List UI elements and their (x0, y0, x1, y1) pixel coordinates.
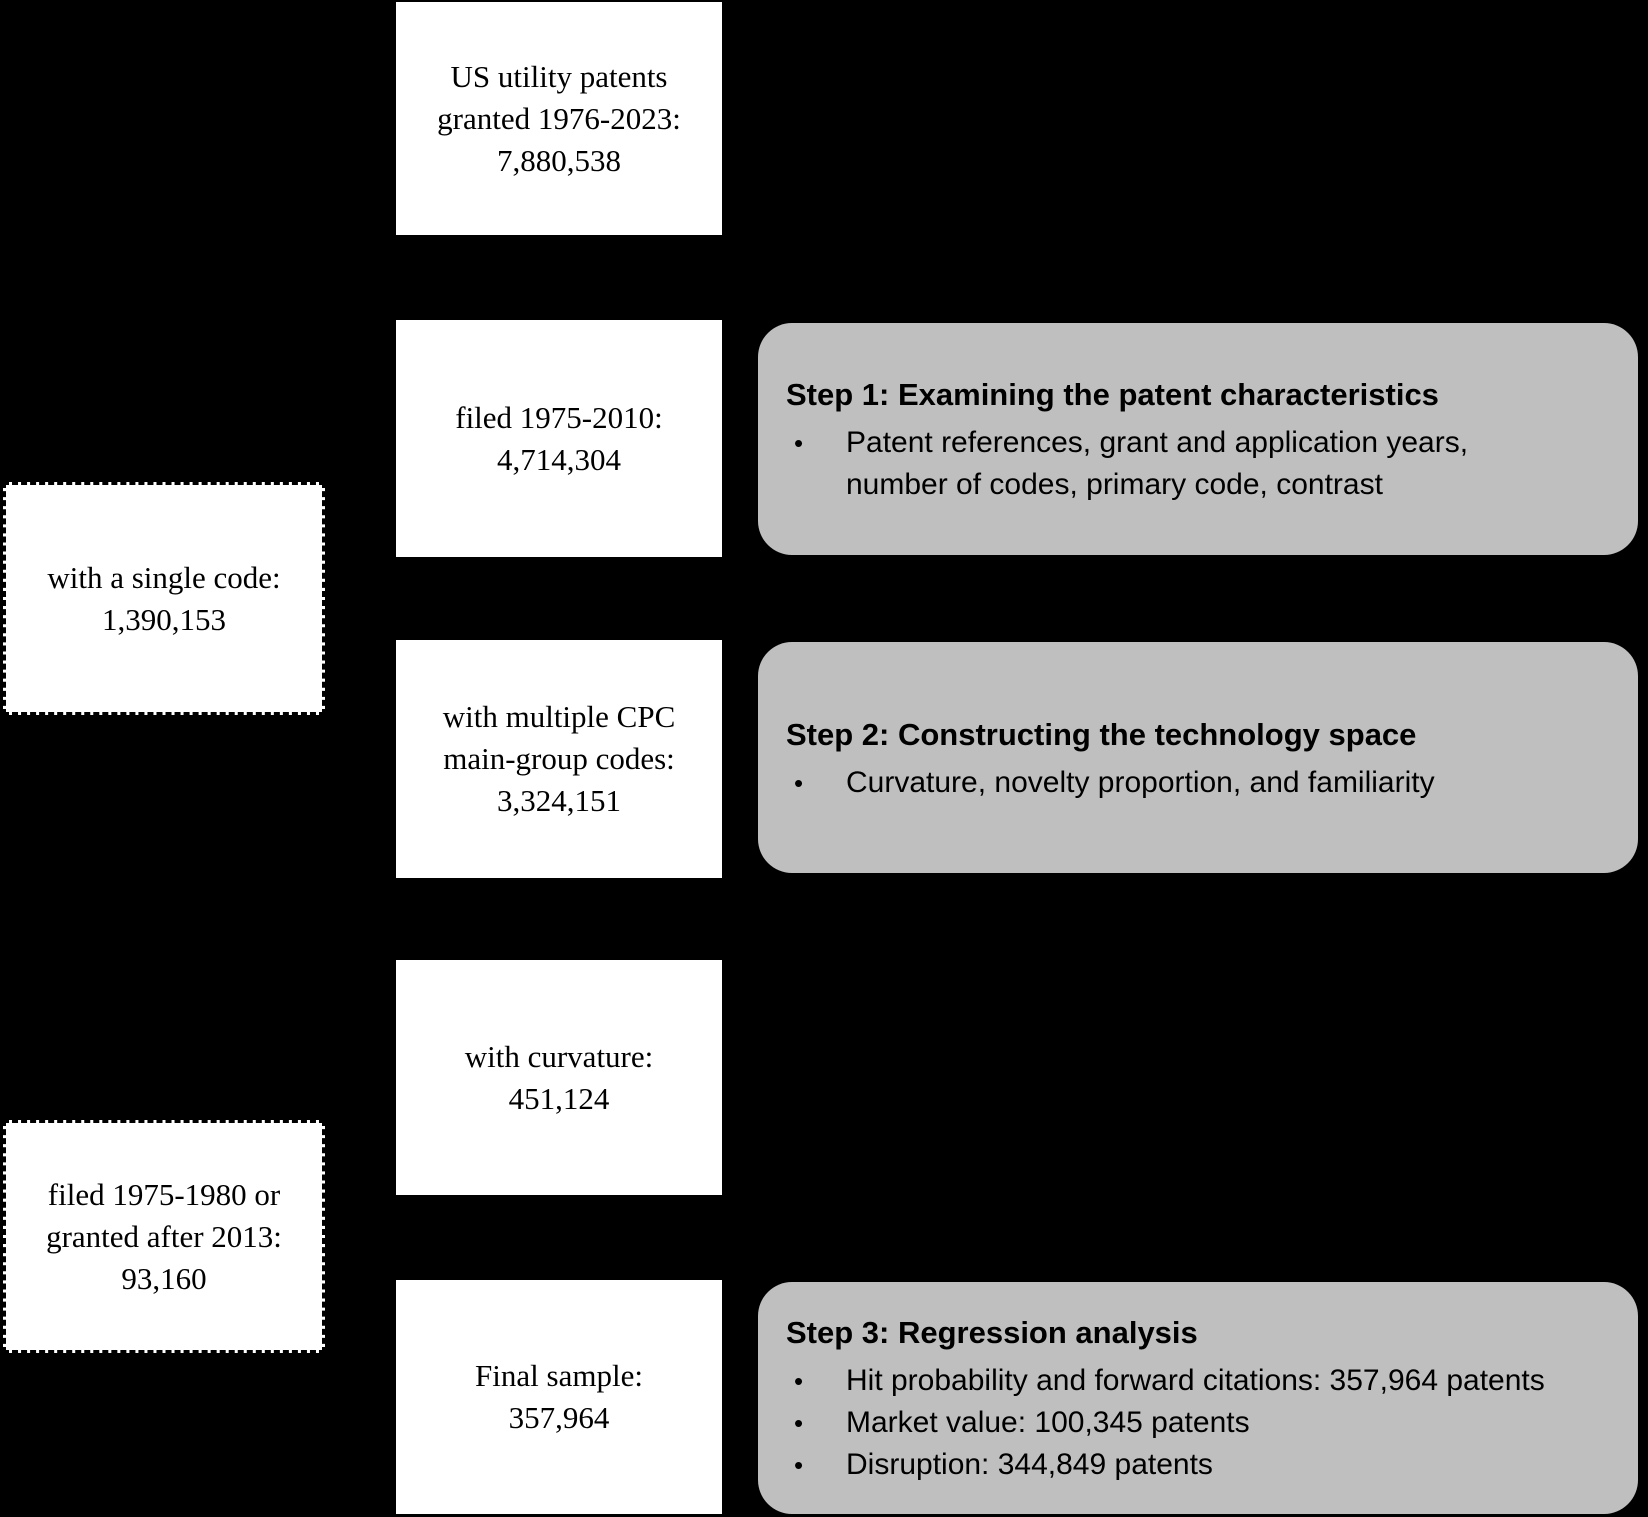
excluded-box-single-code: with a single code: 1,390,153 (3, 482, 325, 715)
step-bullet: • Hit probability and forward citations:… (786, 1360, 1602, 1402)
step-bullet: • Curvature, novelty proportion, and fam… (786, 762, 1602, 804)
bullet-icon: • (794, 428, 804, 458)
step-bullet-text: Disruption: 344,849 patents (846, 1448, 1213, 1481)
step-title: Step 3: Regression analysis (786, 1315, 1198, 1350)
flow-box-count: 4,714,304 (497, 441, 621, 477)
flow-box-total-patents: US utility patents granted 1976-2023: 7,… (396, 2, 722, 235)
flow-box-count: 357,964 (508, 1400, 610, 1435)
step-bullet: • Disruption: 344,849 patents (786, 1444, 1602, 1486)
step-bullet-text: Hit probability and forward citations: 3… (846, 1364, 1545, 1397)
excluded-box-line: with a single code: (47, 559, 281, 595)
flow-box-line: with multiple CPC (442, 699, 676, 734)
flow-box-count: 451,124 (508, 1080, 610, 1116)
excluded-box-line: granted after 2013: (46, 1218, 282, 1254)
flow-box-line: with curvature: (464, 1038, 654, 1074)
step-box-1: Step 1: Examining the patent characteris… (758, 323, 1638, 555)
flow-box-line: main-group codes: (443, 741, 675, 776)
flow-box-final-sample: Final sample: 357,964 (396, 1280, 722, 1514)
bullet-icon: • (794, 1450, 804, 1480)
step-bullet-text: Patent references, grant and application… (846, 426, 1469, 501)
step-box-2: Step 2: Constructing the technology spac… (758, 642, 1638, 873)
flow-box-with-curvature: with curvature: 451,124 (396, 960, 722, 1195)
step-title: Step 1: Examining the patent characteris… (786, 377, 1439, 412)
flow-box-count: 7,880,538 (497, 142, 621, 178)
step-bullet-text: Curvature, novelty proportion, and famil… (846, 765, 1435, 799)
flow-box-count: 3,324,151 (497, 783, 621, 818)
step-box-3: Step 3: Regression analysis • Hit probab… (758, 1282, 1638, 1514)
flow-box-line: granted 1976-2023: (437, 100, 681, 136)
step-bullet: • Patent references, grant and applicati… (786, 422, 1602, 506)
excluded-box-count: 93,160 (121, 1260, 207, 1296)
bullet-icon: • (794, 1408, 804, 1438)
flow-box-multiple-cpc-codes: with multiple CPC main-group codes: 3,32… (396, 640, 722, 878)
bullet-icon: • (794, 1366, 804, 1396)
excluded-box-line: filed 1975-1980 or (47, 1176, 281, 1212)
flow-box-filed-1975-2010: filed 1975-2010: 4,714,304 (396, 320, 722, 557)
step-title: Step 2: Constructing the technology spac… (786, 716, 1417, 752)
step-bullet: • Market value: 100,345 patents (786, 1402, 1602, 1444)
excluded-box-filed-or-granted: filed 1975-1980 or granted after 2013: 9… (3, 1120, 325, 1353)
excluded-box-count: 1,390,153 (102, 601, 226, 637)
flow-box-line: US utility patents (450, 58, 668, 94)
flow-box-line: filed 1975-2010: (455, 399, 663, 435)
bullet-icon: • (794, 767, 804, 798)
step-bullet-text: Market value: 100,345 patents (846, 1406, 1250, 1439)
flow-box-line: Final sample: (475, 1358, 643, 1393)
